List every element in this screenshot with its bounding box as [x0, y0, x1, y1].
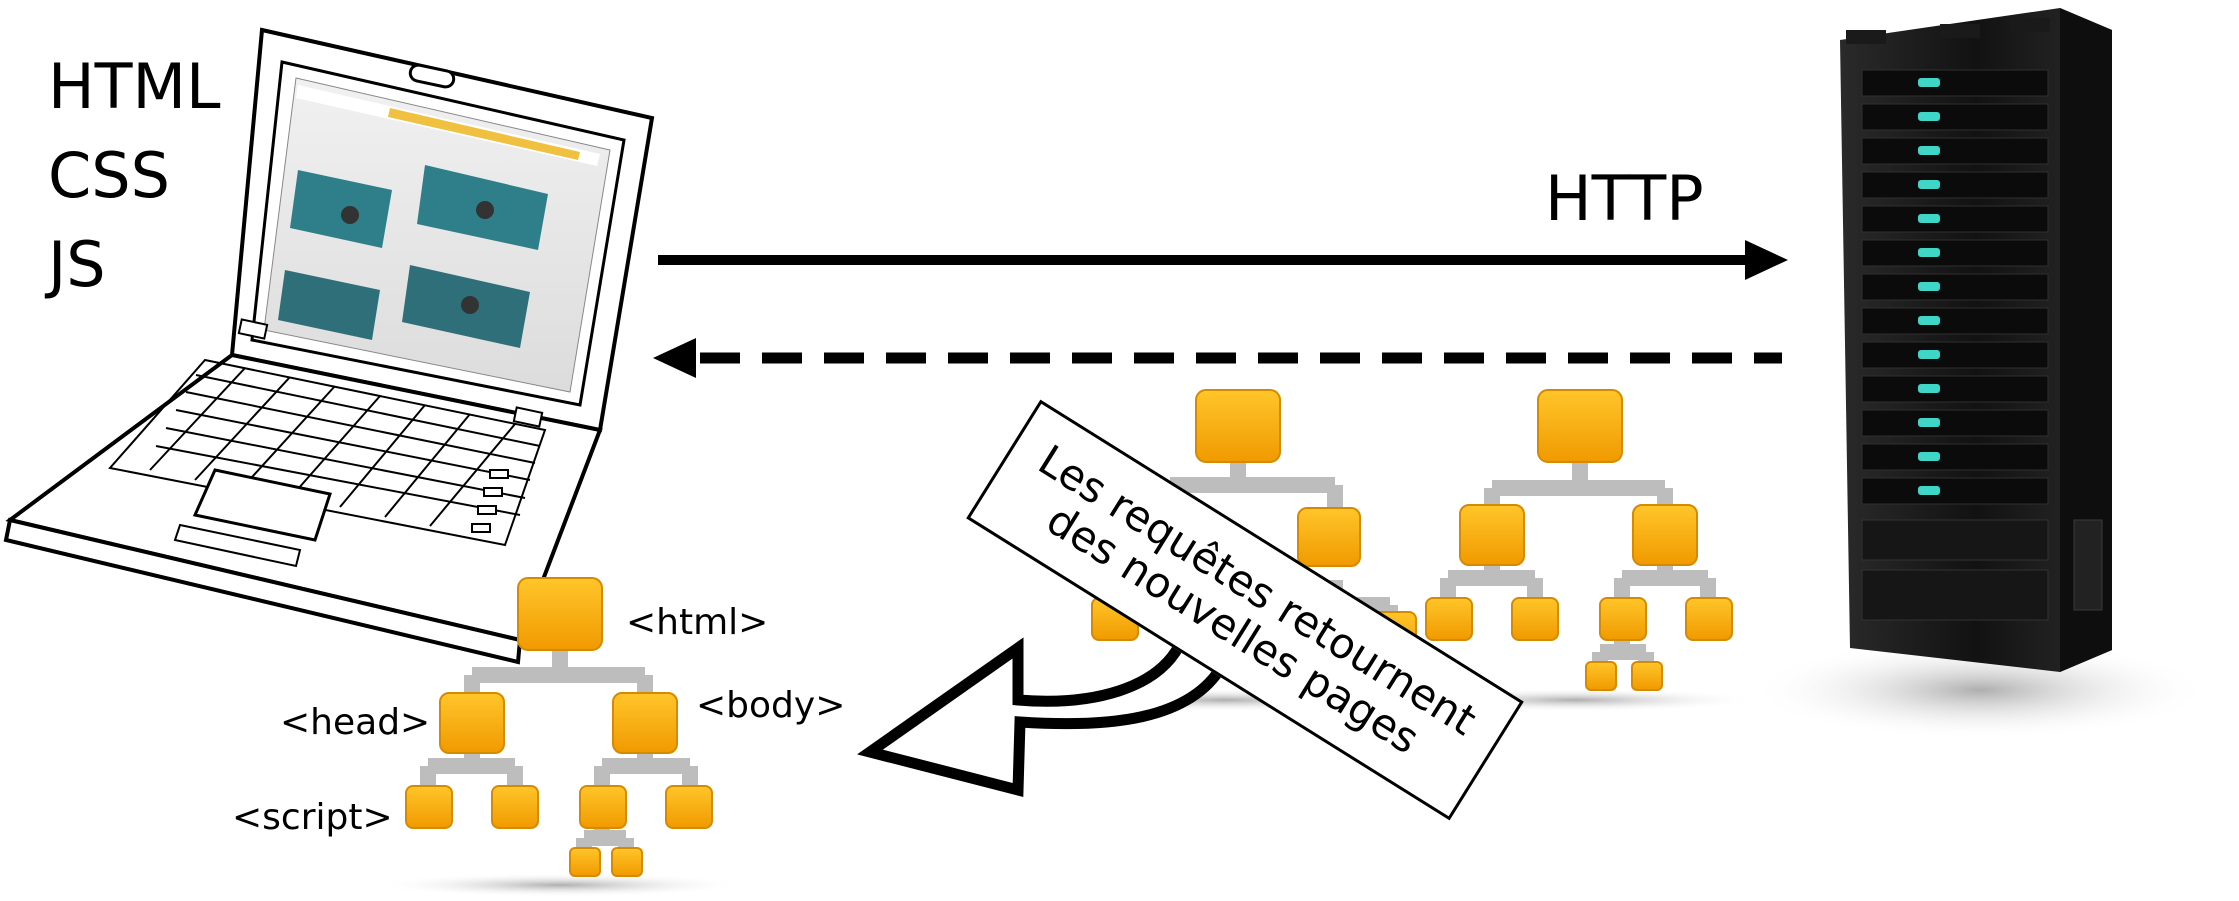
html-node: [517, 577, 603, 651]
script-node: [405, 785, 453, 829]
body-tag-label: <body>: [696, 685, 846, 726]
laptop-icon: [3, 27, 655, 665]
tech-css-label: CSS: [48, 139, 171, 212]
html-tag-label: <html>: [626, 602, 769, 643]
tech-html-label: HTML: [48, 50, 221, 123]
request-arrow: [658, 240, 1788, 280]
response-arrow: [653, 338, 1782, 378]
head-node: [439, 692, 505, 754]
script-tag-label: <script>: [232, 797, 393, 838]
head-tag-label: <head>: [280, 702, 431, 743]
body-node: [612, 692, 678, 754]
client-dom-tree: [375, 577, 745, 897]
server-icon: [1750, 8, 2210, 740]
tech-js-label: JS: [48, 228, 106, 301]
return-page-arrow: [857, 631, 1230, 798]
http-label: HTTP: [1545, 162, 1704, 235]
